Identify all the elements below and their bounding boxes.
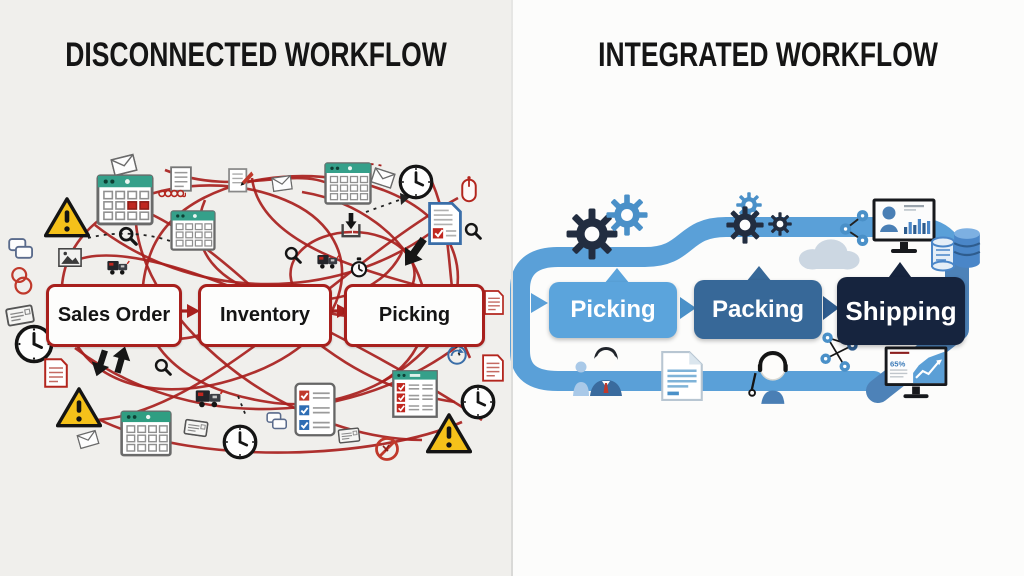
calendar-icon xyxy=(324,162,372,206)
database-outline-icon xyxy=(930,236,956,272)
monitor-chart-icon: 65% xyxy=(884,346,948,400)
ticket-icon xyxy=(5,304,36,328)
doc-blue-icon xyxy=(660,350,704,402)
red-rings-icon xyxy=(10,266,34,296)
clock-icon xyxy=(460,384,496,420)
photo-icon xyxy=(58,248,82,267)
envelope-icon xyxy=(370,167,396,189)
picking-label: Picking xyxy=(570,296,656,323)
picking-box-left: Picking xyxy=(344,284,485,347)
monitor-dashboard-icon xyxy=(872,198,936,256)
clock-icon xyxy=(398,164,434,200)
right-panel-title: INTEGRATED WORKFLOW xyxy=(598,36,938,74)
inbox-arrow-icon xyxy=(338,212,364,240)
black-arrow-icon xyxy=(86,345,116,379)
speech-bubbles-icon xyxy=(8,238,34,262)
mouse-red-icon xyxy=(460,176,478,203)
svg-text:65%: 65% xyxy=(890,359,906,368)
speech-bubbles-icon xyxy=(266,412,288,432)
machine-icon xyxy=(106,256,130,276)
inventory-box: Inventory xyxy=(198,284,332,347)
magnifier-icon xyxy=(284,246,302,264)
left-panel-title: DISCONNECTED WORKFLOW xyxy=(65,36,447,74)
ticket-icon xyxy=(183,418,209,438)
picking-to-packing-arrow xyxy=(680,297,696,319)
shipping-box: Shipping xyxy=(837,277,965,345)
doc-red-icon xyxy=(482,354,504,382)
picking-left-label: Picking xyxy=(378,304,451,326)
clock-icon xyxy=(222,424,258,460)
envelope-icon xyxy=(76,429,100,450)
magnifier-icon xyxy=(464,222,482,240)
packing-box: Packing xyxy=(694,280,822,339)
sales-order-box: Sales Order xyxy=(46,284,182,347)
packing-to-shipping-arrow xyxy=(823,296,839,320)
packing-box-notch xyxy=(746,266,772,282)
picking-box-notch xyxy=(604,268,630,284)
doc-check-icon xyxy=(428,202,462,245)
left-flow-arrows xyxy=(177,304,350,318)
shipping-label: Shipping xyxy=(845,295,957,326)
cloud-icon xyxy=(795,232,861,271)
no-symbol-icon xyxy=(374,436,400,462)
shipping-box-notch xyxy=(886,262,914,281)
sales-order-label: Sales Order xyxy=(57,304,171,326)
magnifier-icon xyxy=(118,226,138,246)
loop-entry-arrow xyxy=(531,293,548,313)
gear-dark-icon xyxy=(566,208,618,260)
envelope-icon xyxy=(110,153,138,177)
warning-icon xyxy=(55,386,103,429)
calendar-teal-icon xyxy=(120,410,172,458)
doc-red-icon xyxy=(484,290,504,315)
ticket-icon xyxy=(337,427,361,444)
calendar-red-icon xyxy=(96,174,154,227)
checklist-window-icon xyxy=(392,370,438,418)
share-icon xyxy=(838,210,872,248)
timer-icon xyxy=(350,256,368,279)
database-icon xyxy=(952,226,982,269)
gear-dark-icon xyxy=(768,212,792,236)
warning-icon xyxy=(43,196,91,239)
doc-red-pencil-icon xyxy=(228,168,254,194)
picking-box: Picking xyxy=(549,282,677,338)
warning-icon xyxy=(425,412,473,455)
black-arrow-icon xyxy=(106,344,135,378)
clock-icon xyxy=(14,324,54,364)
machine-icon xyxy=(194,384,224,409)
red-scribble-icon xyxy=(158,188,187,199)
calendar-icon xyxy=(170,210,216,252)
magnifier-icon xyxy=(154,358,172,376)
gear-blue-icon xyxy=(606,194,648,236)
doc-red-icon xyxy=(44,358,68,388)
person-manager-icon xyxy=(572,342,630,396)
black-arrow-icon xyxy=(394,230,435,274)
packing-label: Packing xyxy=(711,295,805,323)
doc-lines-icon xyxy=(170,166,192,192)
gear-dark-icon xyxy=(726,206,764,244)
panel-divider xyxy=(511,0,513,576)
machine-icon xyxy=(316,250,340,270)
sync-icon xyxy=(446,344,468,366)
inventory-label: Inventory xyxy=(219,304,311,326)
headset-person-icon xyxy=(742,348,794,404)
envelope-icon xyxy=(271,174,293,193)
checklist-panel-icon xyxy=(294,382,336,437)
